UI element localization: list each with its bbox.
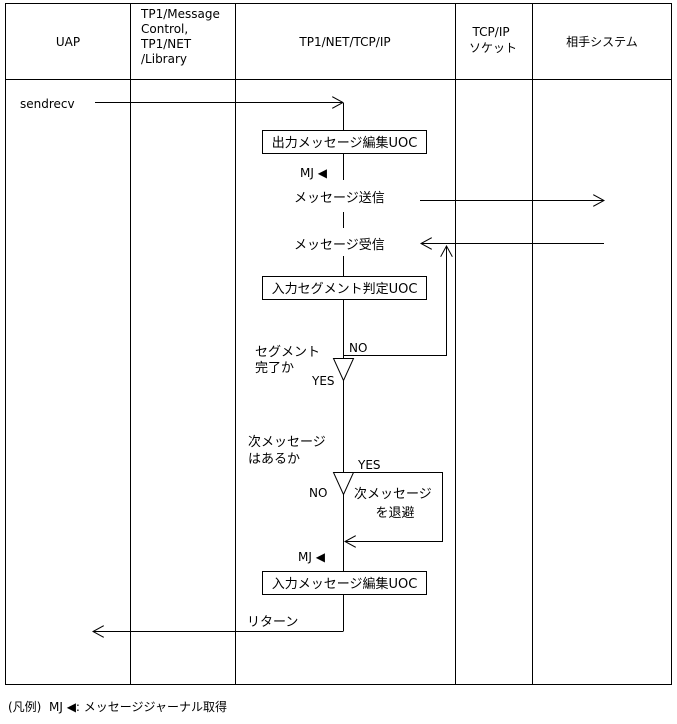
header-partner-system: 相手システム [566,35,638,49]
header-tp1-library: TP1/Message Control, TP1/NET /Library [140,7,224,66]
header-tp1-library-line-4: /Library [141,52,187,66]
outer-frame [5,3,672,685]
segment-no-loop-arrow [343,246,447,356]
segment-complete-question: セグメント 完了か [255,345,324,376]
segment-complete-question-line-2: 完了か [255,361,294,376]
sendrecv-label: sendrecv [20,97,75,111]
segment-no-label: NO [349,341,367,355]
next-message-question: 次メッセージ はあるか [248,434,330,467]
next-message-question-line-1: 次メッセージ [248,434,326,450]
header-tp1-library-line-1: TP1/Message [140,7,220,21]
header-uap: UAP [56,35,80,49]
next-message-decision [332,472,355,496]
input-segment-judge-uoc-box [262,276,427,300]
output-message-edit-uoc-box [262,130,427,154]
mj-marker-2: MJ ◀ [298,550,326,564]
input-segment-judge-uoc-label: 入力セグメント判定UOC [272,282,418,297]
header-socket: TCP/IP ソケット [469,25,517,55]
save-next-message-line-1: 次メッセージ [354,486,432,502]
header-tp1-library-line-2: Control, [141,22,188,36]
next-message-no-label: NO [309,486,327,500]
input-message-edit-uoc-label: 入力メッセージ編集UOC [272,576,418,592]
segment-yes-label: YES [311,374,335,388]
message-send-label: メッセージ送信 [294,191,385,206]
segment-complete-question-line-1: セグメント [255,345,320,360]
next-message-question-line-2: はあるか [248,452,300,467]
segment-complete-decision [332,358,355,382]
header-tp1-net-tcpip: TP1/NET/TCP/IP [298,35,390,49]
header-socket-line-2: ソケット [469,41,517,55]
save-next-message-label: 次メッセージ を退避 [354,486,436,521]
save-next-message-box [343,472,443,542]
legend-text: (凡例) MJ ◀: メッセージジャーナル取得 [8,699,227,714]
output-message-edit-uoc-label: 出力メッセージ編集UOC [272,135,418,151]
return-label: リターン [247,615,298,630]
header-tp1-library-line-3: TP1/NET [140,37,192,51]
message-receive-label: メッセージ受信 [294,238,385,253]
header-socket-line-1: TCP/IP [472,25,510,39]
save-next-message-line-2: を退避 [375,506,414,521]
input-message-edit-uoc-box [262,571,427,595]
next-message-yes-label: YES [357,458,381,472]
mj-marker-1: MJ ◀ [300,166,328,180]
